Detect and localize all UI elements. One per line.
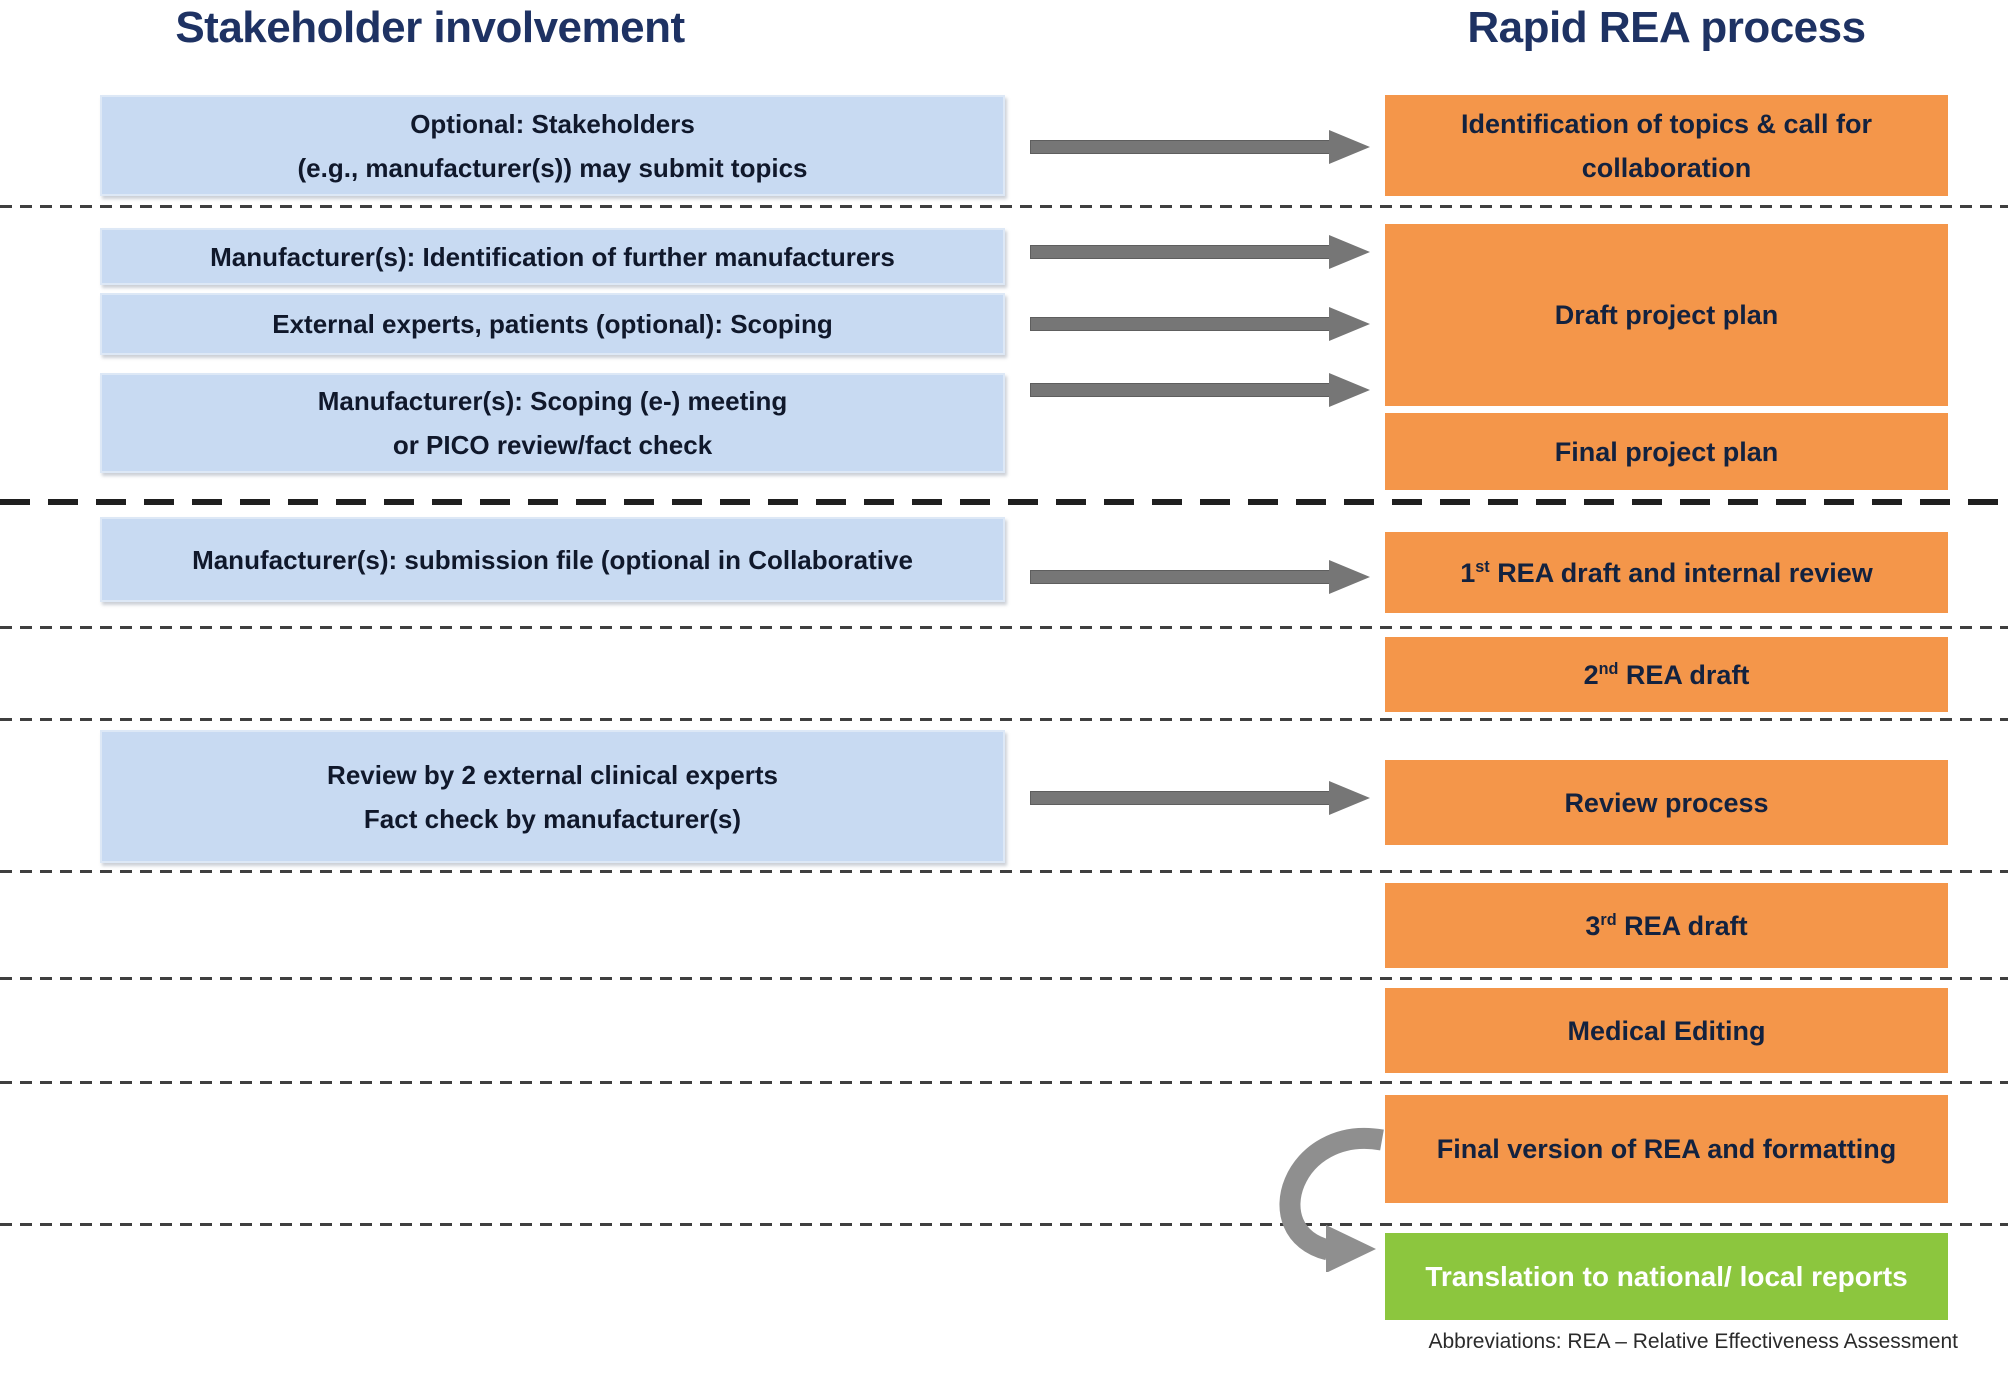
process-box-translation-reports: Translation to national/ local reports	[1385, 1233, 1948, 1320]
arrow-shaft	[1030, 570, 1330, 584]
arrow-shaft	[1030, 245, 1330, 259]
process-box-final-project-plan: Final project plan	[1385, 413, 1948, 490]
stakeholder-box-experts-scoping: External experts, patients (optional): S…	[100, 293, 1005, 355]
box-text-line: Final version of REA and formatting	[1436, 1134, 1897, 1164]
box-text-line: Optional: Stakeholders	[410, 108, 695, 139]
phase-divider-8	[0, 1223, 2008, 1226]
box-text-line: Identification of topics & call for	[1460, 108, 1873, 139]
box-text-line: Draft project plan	[1554, 300, 1779, 330]
phase-divider-5	[0, 870, 2008, 873]
process-box-final-version: Final version of REA and formatting	[1385, 1095, 1948, 1203]
box-text-line: Review by 2 external clinical experts	[327, 759, 778, 790]
box-text-line: Manufacturer(s): Scoping (e-) meeting	[317, 386, 788, 416]
rea-process-column-title: Rapid REA process	[1467, 3, 1866, 52]
phase-divider-2-thick	[0, 499, 2008, 505]
stakeholder-box-external-review: Review by 2 external clinical experts Fa…	[100, 730, 1005, 863]
process-box-identification-topics: Identification of topics & call for coll…	[1385, 95, 1948, 196]
phase-divider-7	[0, 1081, 2008, 1084]
process-box-draft-project-plan: Draft project plan	[1385, 224, 1948, 406]
arrow-head	[1329, 307, 1370, 341]
ordinal-suffix: st	[1475, 557, 1490, 576]
box-text-line: or PICO review/fact check	[392, 430, 713, 460]
arrow-head	[1329, 781, 1370, 815]
arrow-head	[1329, 373, 1370, 407]
box-text-line: Fact check by manufacturer(s)	[363, 803, 742, 834]
phase-divider-3	[0, 626, 2008, 629]
process-box-review-process: Review process	[1385, 760, 1948, 845]
arrow-head	[1329, 130, 1370, 164]
curved-arrow	[1279, 1127, 1384, 1272]
stakeholder-box-submission-file: Manufacturer(s): submission file (option…	[100, 517, 1005, 602]
stakeholder-box-scoping-meeting: Manufacturer(s): Scoping (e-) meeting or…	[100, 373, 1005, 473]
curved-arrow-body	[1279, 1127, 1384, 1261]
arrow-head	[1329, 560, 1370, 594]
phase-divider-1	[0, 205, 2008, 208]
arrow-shaft	[1030, 140, 1330, 154]
phase-divider-6	[0, 977, 2008, 980]
box-text-line: Manufacturer(s): submission file (option…	[192, 544, 913, 575]
box-text-line: Review process	[1564, 787, 1769, 818]
abbreviations-footnote: Abbreviations: REA – Relative Effectiven…	[1428, 1330, 1958, 1353]
box-text-line: collaboration	[1581, 152, 1752, 183]
box-text-line: External experts, patients (optional): S…	[272, 309, 833, 339]
stakeholder-box-further-manufacturers: Manufacturer(s): Identification of furth…	[100, 228, 1005, 285]
box-text-line: Medical Editing	[1567, 1015, 1766, 1046]
box-text-line: Manufacturer(s): Identification of furth…	[210, 241, 895, 272]
process-box-medical-editing: Medical Editing	[1385, 988, 1948, 1073]
box-text-line: (e.g., manufacturer(s)) may submit topic…	[297, 152, 808, 183]
ordinal-suffix: rd	[1600, 910, 1617, 929]
box-text-line: Final project plan	[1554, 436, 1779, 467]
arrow-shaft	[1030, 791, 1330, 805]
stakeholder-box-submit-topics: Optional: Stakeholders (e.g., manufactur…	[100, 95, 1005, 196]
box-text-line: Translation to national/ local reports	[1425, 1260, 1908, 1292]
phase-divider-4	[0, 718, 2008, 721]
ordinal-suffix: nd	[1598, 659, 1619, 678]
arrow-head	[1329, 235, 1370, 269]
stakeholder-column-title: Stakeholder involvement	[175, 3, 685, 52]
arrow-shaft	[1030, 383, 1330, 397]
arrow-shaft	[1030, 317, 1330, 331]
curved-arrow-head	[1326, 1225, 1376, 1272]
